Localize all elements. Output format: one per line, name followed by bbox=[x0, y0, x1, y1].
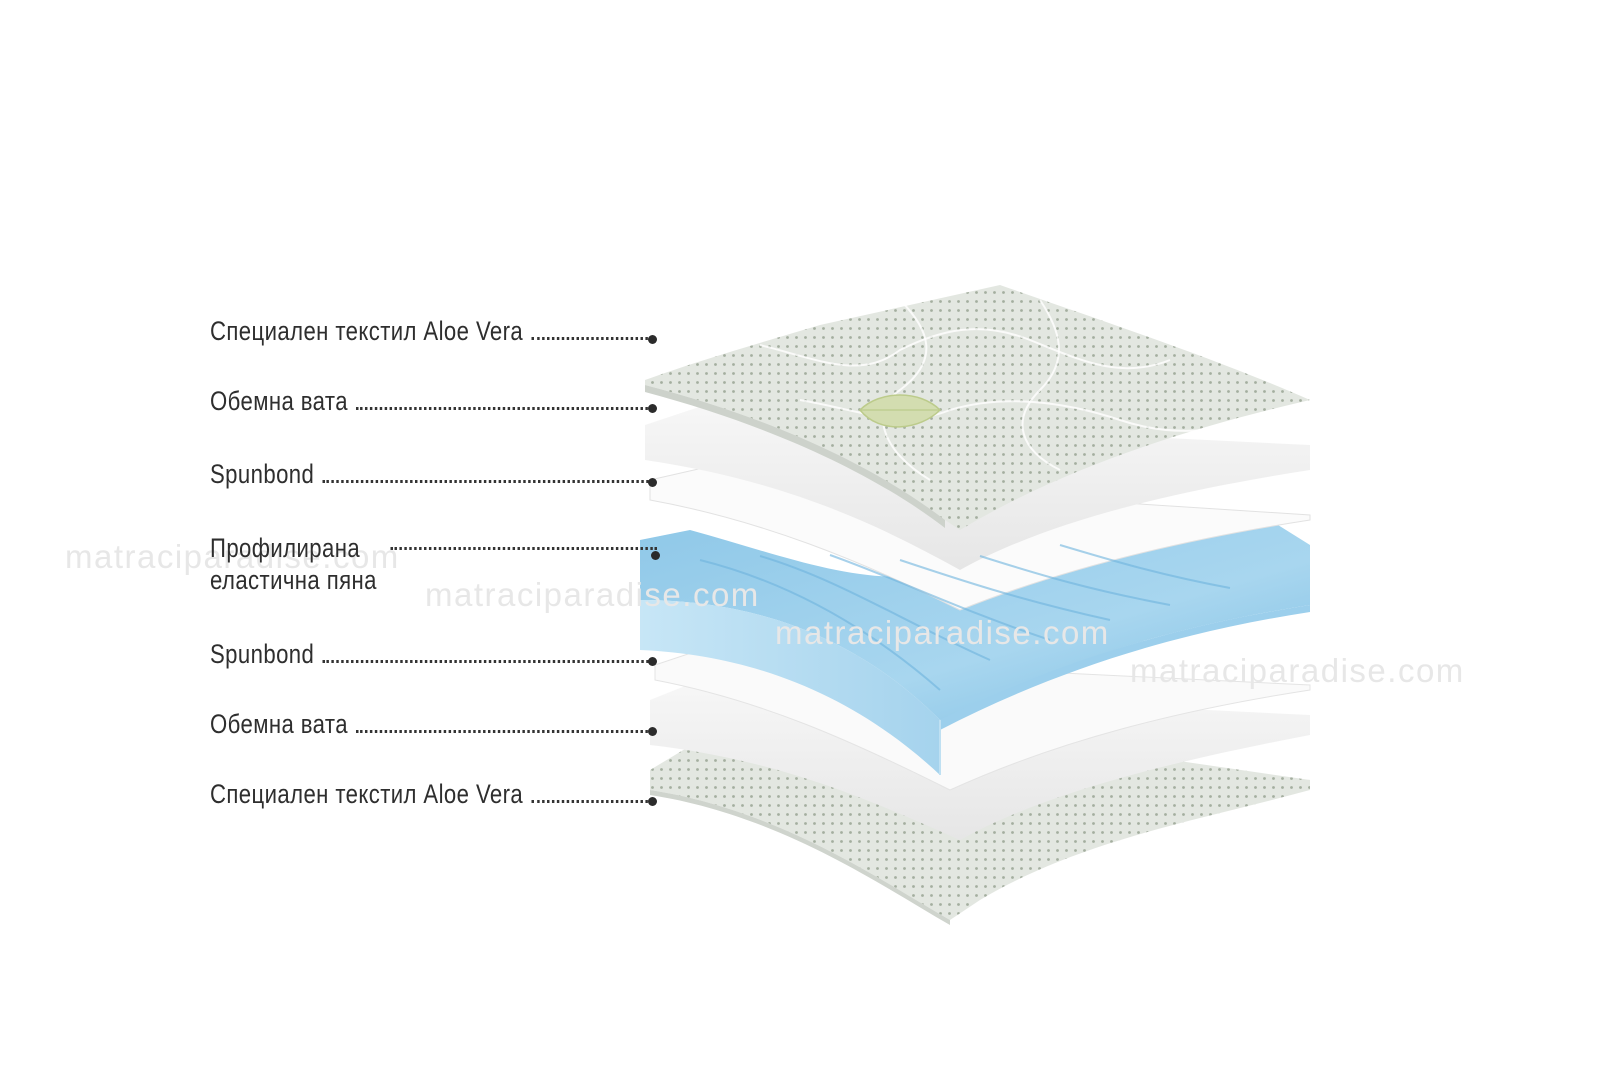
callout-dot bbox=[648, 797, 657, 806]
layer-label-bottom-spunbond: Spunbond bbox=[210, 638, 653, 670]
layer-label-bottom-wadding: Обемна вата bbox=[210, 708, 653, 740]
layer-label-top-wadding: Обемна вата bbox=[210, 385, 653, 417]
leader-line bbox=[322, 480, 653, 483]
callout-dot bbox=[648, 657, 657, 666]
foam-profile-ridges bbox=[699, 544, 1231, 691]
top-textile-layer bbox=[645, 285, 1310, 530]
layer-label-top-spunbond: Spunbond bbox=[210, 458, 653, 490]
callout-dot bbox=[648, 478, 657, 487]
leader-line bbox=[531, 337, 653, 340]
leader-line bbox=[356, 407, 653, 410]
leader-line bbox=[390, 547, 657, 550]
callout-dot bbox=[651, 551, 660, 560]
callout-dot bbox=[648, 727, 657, 736]
leader-line bbox=[356, 730, 653, 733]
leaf-icon bbox=[858, 394, 942, 428]
leader-line bbox=[531, 800, 653, 803]
leader-line bbox=[322, 660, 653, 663]
callout-dot bbox=[648, 404, 657, 413]
profiled-foam-layer bbox=[640, 520, 1310, 775]
layer-label-foam: Профилирана еластична пяна bbox=[210, 532, 657, 596]
callout-dot bbox=[648, 335, 657, 344]
layer-label-top-textile: Специален текстил Aloe Vera bbox=[210, 315, 653, 347]
layer-label-bottom-textile: Специален текстил Aloe Vera bbox=[210, 778, 653, 810]
